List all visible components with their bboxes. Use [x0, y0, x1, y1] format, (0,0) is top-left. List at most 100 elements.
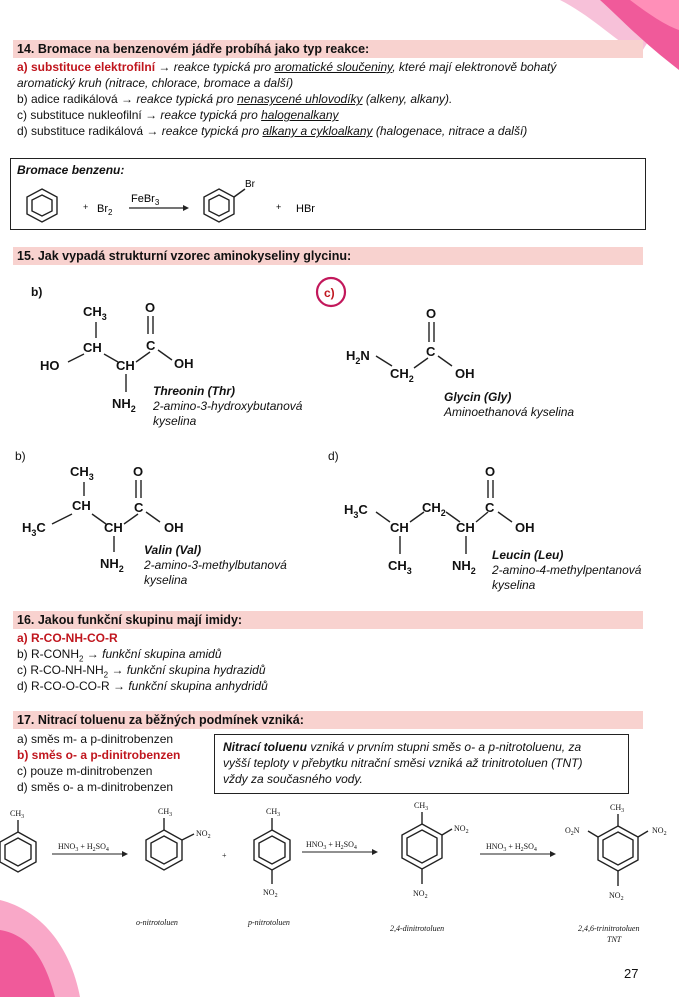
valine-structure: CH3 CH H3C CH C O OH NH2: [22, 464, 184, 574]
option-b-label-1: b): [31, 285, 42, 299]
decor-top-right: [560, 0, 679, 70]
bromination-box: Bromace benzenu: + Br2 FeBr3 Br + HBr: [10, 158, 646, 230]
svg-text:NO2: NO2: [652, 826, 667, 837]
val-h3c: H3C: [22, 520, 46, 538]
catalyst: FeBr3: [131, 193, 160, 207]
q16-option-a: a) R-CO-NH-CO-R: [17, 631, 118, 645]
q15-heading: 15. Jak vypadá strukturní vzorec aminoky…: [13, 247, 643, 265]
thr-c: C: [146, 338, 156, 353]
q17-heading: 17. Nitrací toluenu za běžných podmínek …: [13, 711, 643, 729]
threonine-structure: CH3 CH HO CH C O OH NH2: [40, 300, 194, 414]
leu-ch-1: CH: [390, 520, 409, 535]
q17-note-line3: vždy za současného vody.: [223, 772, 363, 786]
svg-text:NO2: NO2: [196, 829, 211, 840]
gly-h2n: H2N: [346, 348, 370, 366]
bromine: Br2: [97, 203, 113, 217]
gly-ch2: CH2: [390, 366, 414, 384]
thr-oh: OH: [174, 356, 194, 371]
o-nitrotoluene: CH3 NO2: [145, 807, 211, 871]
q14-option-c: c) substituce nukleofilní → reakce typic…: [17, 108, 339, 122]
val-ch-2: CH: [104, 520, 123, 535]
gly-o: O: [426, 306, 436, 321]
threonine-caption: Threonin (Thr) 2-amino-3-hydroxybutanová…: [153, 384, 303, 428]
val-oh: OH: [164, 520, 184, 535]
label-2-4-dinitrotoluen: 2,4-dinitrotoluen: [390, 924, 444, 933]
val-nh2: NH2: [100, 556, 124, 574]
q17-option-c: c) pouze m-dinitrobenzen: [17, 764, 153, 778]
amino-acids-figure: b) c) b) d) CH3 CH HO CH C O OH NH2 H2N …: [15, 276, 535, 576]
q16-option-c: c) R-CO-NH-NH2 → funkční skupina hydrazi…: [17, 663, 266, 680]
svg-text:CH3: CH3: [10, 809, 24, 820]
svg-text:NO2: NO2: [609, 891, 624, 902]
option-d-label: d): [328, 449, 339, 463]
option-b-label-2: b): [15, 449, 26, 463]
reagent-3: HNO3 + H2SO4: [486, 842, 537, 853]
svg-text:NO2: NO2: [263, 888, 278, 899]
svg-text:NO2: NO2: [413, 889, 428, 900]
thr-ch-2: CH: [116, 358, 135, 373]
thr-ch-1: CH: [83, 340, 102, 355]
q17-note-line2: vyšší teploty v přebytku nitrační směsi …: [223, 756, 583, 770]
val-ch-1: CH: [72, 498, 91, 513]
q16-option-b: b) R-CONH2 → funkční skupina amidů: [17, 647, 222, 664]
plus-1: +: [83, 202, 88, 212]
reagent-2: HNO3 + H2SO4: [306, 840, 357, 851]
2-4-dinitrotoluene: CH3 NO2 NO2: [401, 801, 469, 900]
decor-bottom-left: [0, 900, 80, 997]
q14-heading: 14. Bromace na benzenovém jádře probíhá …: [13, 40, 643, 58]
svg-text:CH3: CH3: [158, 807, 172, 818]
val-ch3: CH3: [70, 464, 94, 482]
q17-option-a: a) směs m- a p-dinitrobenzen: [17, 732, 174, 746]
correct-answer-circle: [315, 276, 347, 308]
val-c: C: [134, 500, 144, 515]
q17-option-b: b) směs o- a p-dinitrobenzen: [17, 748, 181, 762]
label-tnt-name: 2,4,6-trinitrotoluen: [578, 924, 639, 933]
leu-nh2: NH2: [452, 558, 476, 576]
page-number: 27: [624, 966, 639, 981]
bromination-title: Bromace benzenu:: [17, 163, 125, 177]
br-substituent: Br: [245, 179, 256, 190]
thr-o: O: [145, 300, 155, 315]
q17-note-box: Nitrací toluenu vzniká v prvním stupni s…: [214, 734, 629, 794]
q16-heading: 16. Jakou funkční skupinu mají imidy:: [13, 611, 643, 629]
glycine-structure: H2N CH2 C O OH: [346, 306, 475, 384]
q17-note-line1: Nitrací toluenu vzniká v prvním stupni s…: [223, 740, 582, 754]
glycine-caption: Glycin (Gly) Aminoethanová kyselina: [444, 390, 575, 419]
benzene-ring: [26, 188, 58, 223]
valine-caption: Valin (Val) 2-amino-3-methylbutanová kys…: [144, 543, 287, 587]
thr-ho: HO: [40, 358, 60, 373]
leucine-structure: H3C CH CH3 CH2 CH C O OH NH2: [344, 464, 535, 576]
toluene: CH3: [0, 809, 37, 873]
bromination-equation: + Br2 FeBr3 Br + HBr: [26, 179, 315, 223]
q17-option-d: d) směs o- a m-dinitrobenzen: [17, 780, 174, 794]
label-o-nitrotoluen: o-nitrotoluen: [136, 918, 178, 927]
label-tnt: TNT: [607, 935, 622, 944]
q14-option-a-line2: aromatický kruh (nitrace, chlorace, brom…: [17, 76, 294, 90]
gly-oh: OH: [455, 366, 475, 381]
plus: +: [222, 851, 227, 860]
svg-text:NO2: NO2: [454, 824, 469, 835]
q16-option-d: d) R-CO-O-CO-R → funkční skupina anhydri…: [17, 679, 268, 693]
hbr: HBr: [296, 203, 315, 215]
leu-c: C: [485, 500, 495, 515]
svg-text:CH3: CH3: [266, 807, 280, 818]
trinitrotoluene: CH3 NO2 O2N NO2: [565, 803, 667, 902]
leucine-caption: Leucin (Leu) 2-amino-4-methylpentanová k…: [492, 548, 642, 592]
leu-h3c: H3C: [344, 502, 368, 520]
option-c-label: c): [324, 286, 335, 300]
plus-2: +: [276, 202, 281, 212]
leu-o: O: [485, 464, 495, 479]
bromobenzene: [203, 188, 246, 223]
svg-text:CH3: CH3: [414, 801, 428, 812]
svg-text:CH3: CH3: [610, 803, 624, 814]
q14-option-d: d) substituce radikálová → reakce typick…: [17, 124, 528, 138]
leu-ch3-2: CH3: [388, 558, 412, 576]
label-p-nitrotoluen: p-nitrotoluen: [247, 918, 290, 927]
leu-oh: OH: [515, 520, 535, 535]
q14-option-b: b) adice radikálová → reakce typická pro…: [17, 92, 453, 106]
gly-c: C: [426, 344, 436, 359]
svg-text:O2N: O2N: [565, 826, 580, 837]
reagent-1: HNO3 + H2SO4: [58, 842, 109, 853]
q14-option-a: a) substituce elektrofilní → reakce typi…: [17, 60, 557, 74]
